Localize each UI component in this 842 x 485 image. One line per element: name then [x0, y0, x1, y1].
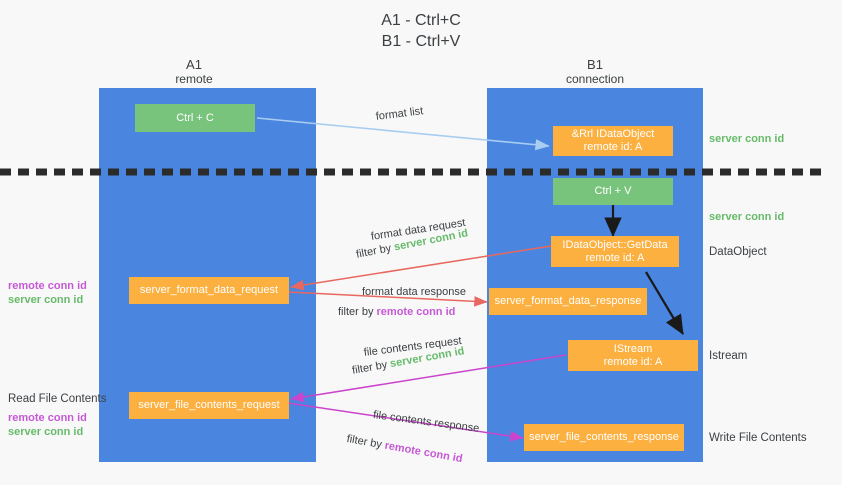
column-header-b1-name: B1 — [587, 57, 603, 72]
node-istream-line2: remote id: A — [603, 355, 663, 368]
node-server-format-data-request[interactable]: server_format_data_request — [129, 277, 289, 304]
left-label-read-file-contents: Read File Contents — [8, 393, 107, 405]
node-server-file-contents-request[interactable]: server_file_contents_request — [129, 392, 289, 419]
node-idataobject-getdata[interactable]: IDataObject::GetData remote id: A — [551, 236, 679, 267]
node-idataobject-getdata-line1: IDataObject::GetData — [562, 238, 668, 251]
arrow-format-data-request — [290, 245, 552, 291]
column-header-b1-sub: connection — [565, 72, 625, 86]
node-server-format-data-response[interactable]: server_format_data_response — [489, 288, 647, 315]
node-idataobject-getdata-line2: remote id: A — [585, 251, 645, 264]
arrow-file-contents-request — [290, 354, 567, 403]
right-label-server-conn-id-top: server conn id — [709, 133, 785, 145]
node-ole-idataobject[interactable]: &Rrl IDataObject remote id: A — [553, 126, 673, 156]
node-ctrl-c-label: Ctrl + C — [176, 111, 214, 124]
filter-value-remote-conn-id: remote conn id — [376, 306, 456, 318]
node-server-format-data-response-label: server_format_data_response — [494, 295, 642, 307]
column-header-b1: B1 connection — [540, 57, 650, 87]
left-label-remote-conn-id-1: remote conn id — [8, 280, 87, 292]
arrow-format-list — [256, 117, 550, 151]
node-ole-idataobject-line2: remote id: A — [583, 141, 643, 153]
arrow-getdata-to-istream — [645, 271, 684, 335]
left-label-remote-conn-id-2: remote conn id — [8, 412, 87, 424]
node-istream[interactable]: IStream remote id: A — [568, 340, 698, 371]
edge-label-format-data-response-filter: filter by remote conn id — [338, 305, 455, 319]
edge-label-format-data-response: format data response — [362, 286, 466, 298]
column-header-a1: A1 remote — [139, 57, 249, 87]
right-label-dataobject: DataObject — [709, 246, 767, 258]
left-label-server-conn-id-1: server conn id — [8, 294, 84, 306]
column-header-a1-name: A1 — [186, 57, 202, 72]
node-server-file-contents-response-label: server_file_contents_response — [529, 431, 679, 443]
node-ole-idataobject-line1: &Rrl IDataObject — [571, 128, 655, 140]
node-ctrl-c[interactable]: Ctrl + C — [135, 104, 255, 132]
node-ctrl-v-label: Ctrl + V — [594, 185, 632, 197]
filter-prefix: filter by — [338, 306, 377, 318]
node-server-file-contents-response[interactable]: server_file_contents_response — [524, 424, 684, 451]
right-label-istream: Istream — [709, 350, 748, 362]
arrow-format-data-response — [287, 291, 488, 307]
page-title: A1 - Ctrl+C B1 - Ctrl+V — [381, 12, 461, 50]
node-ctrl-v[interactable]: Ctrl + V — [553, 178, 673, 205]
node-server-file-contents-request-label: server_file_contents_request — [138, 399, 280, 411]
right-label-write-file-contents: Write File Contents — [709, 432, 807, 444]
left-label-server-conn-id-2: server conn id — [8, 426, 84, 438]
right-label-server-conn-id-mid: server conn id — [709, 211, 785, 223]
node-server-format-data-request-label: server_format_data_request — [139, 284, 279, 296]
node-istream-line1: IStream — [613, 342, 653, 355]
arrow-file-contents-response — [287, 402, 524, 442]
column-header-a1-sub: remote — [175, 72, 213, 86]
